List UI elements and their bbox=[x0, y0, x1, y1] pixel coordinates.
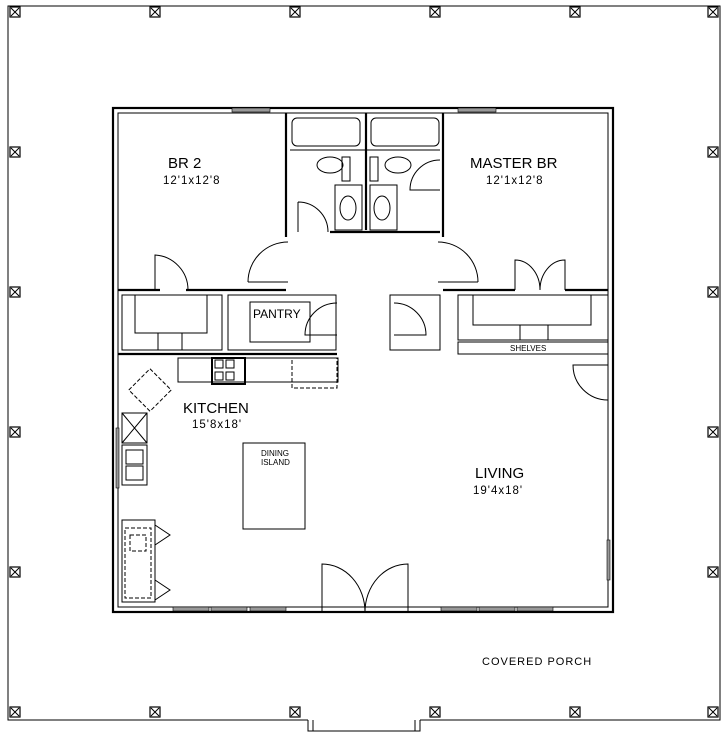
doors[interactable] bbox=[154, 159, 609, 613]
br2-label: BR 2 bbox=[168, 155, 201, 172]
porch-post-x bbox=[10, 7, 20, 17]
porch-post-x bbox=[10, 147, 20, 157]
porch-post-x bbox=[430, 7, 440, 17]
island-label-1: DINING bbox=[261, 449, 289, 458]
kitchen-label: KITCHEN bbox=[183, 400, 249, 417]
porch-post-x bbox=[708, 567, 718, 577]
bath-fixtures bbox=[291, 117, 440, 231]
exterior-walls bbox=[111, 106, 615, 614]
kitchen-size: 15'8x18' bbox=[192, 419, 242, 431]
master-br-size: 12'1x12'8 bbox=[486, 175, 544, 187]
living-label: LIVING bbox=[475, 465, 524, 482]
porch-post-x bbox=[10, 567, 20, 577]
living-size: 19'4x18' bbox=[473, 485, 523, 497]
porch-post-x bbox=[10, 707, 20, 717]
kitchen-fixtures bbox=[121, 357, 339, 599]
porch-post-x bbox=[708, 7, 718, 17]
porch-post-x bbox=[708, 707, 718, 717]
porch-post-x bbox=[430, 707, 440, 717]
master-br-label: MASTER BR bbox=[470, 155, 558, 172]
porch-outline bbox=[7, 5, 721, 732]
shelves-label: SHELVES bbox=[510, 344, 546, 353]
pantry-label: PANTRY bbox=[253, 307, 301, 321]
porch-post-x bbox=[150, 7, 160, 17]
porch-label: COVERED PORCH bbox=[482, 656, 592, 668]
br2-size: 12'1x12'8 bbox=[163, 175, 221, 187]
porch-post-x bbox=[570, 707, 580, 717]
porch-posts bbox=[9, 6, 719, 718]
porch-post-x bbox=[708, 147, 718, 157]
porch-post-x bbox=[10, 427, 20, 437]
porch-post-x bbox=[10, 287, 20, 297]
island-label-2: ISLAND bbox=[261, 458, 290, 467]
porch-post-x bbox=[150, 707, 160, 717]
interior-walls bbox=[118, 113, 609, 603]
porch-post-x bbox=[290, 707, 300, 717]
porch-post-x bbox=[708, 287, 718, 297]
porch-post-x bbox=[708, 427, 718, 437]
porch-post-x bbox=[290, 7, 300, 17]
porch-post-x bbox=[570, 7, 580, 17]
